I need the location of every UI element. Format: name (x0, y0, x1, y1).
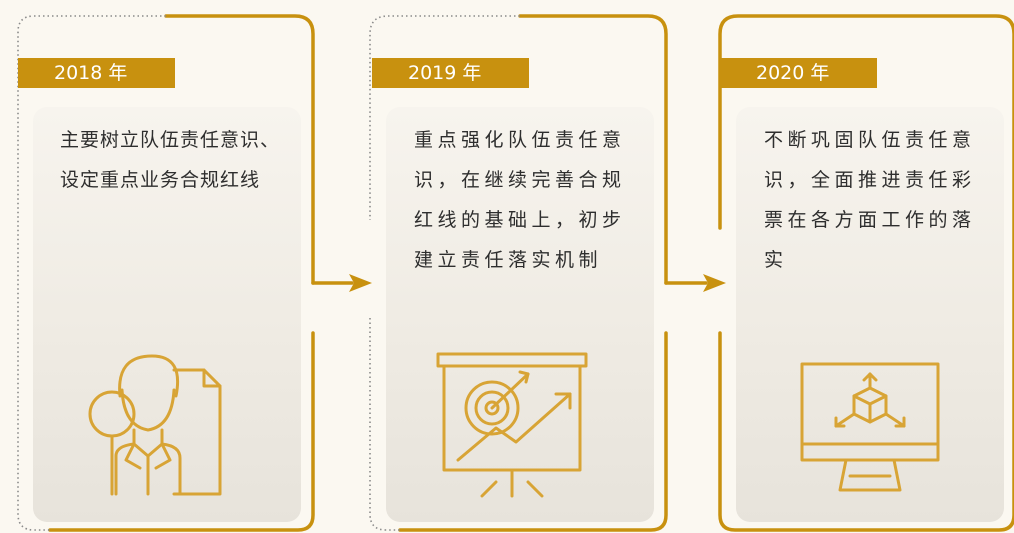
card-3-frame-top (718, 14, 1014, 532)
year-tag-2018: 2018 年 (18, 58, 175, 88)
year-tag-2019: 2019 年 (372, 58, 529, 88)
arrow-head-2 (703, 274, 726, 292)
card-2-frame-top (518, 14, 668, 285)
card-2020 (736, 107, 1004, 522)
card-1-frame-top (164, 14, 315, 285)
step-2018-text: 主要树立队伍责任意识、设定重点业务合规红线 (60, 129, 281, 191)
presentation-target-icon (436, 352, 588, 498)
card-2019 (386, 107, 654, 522)
card-2-dotted-bottom (369, 318, 400, 531)
monitor-cube-icon (800, 362, 940, 492)
step-2019-text: 重点强化队伍责任意识，在继续完善合规红线的基础上，初步建立责任落实机制 (414, 129, 626, 271)
arrow-head-1 (349, 274, 372, 292)
card-1-frame-bottom (48, 331, 315, 532)
person-with-magnifier-icon (88, 354, 222, 496)
step-2020-text: 不断巩固队伍责任意识，全面推进责任彩票在各方面工作的落实 (764, 129, 976, 271)
card-2-frame-bottom (398, 331, 668, 532)
year-tag-2020: 2020 年 (720, 58, 877, 88)
